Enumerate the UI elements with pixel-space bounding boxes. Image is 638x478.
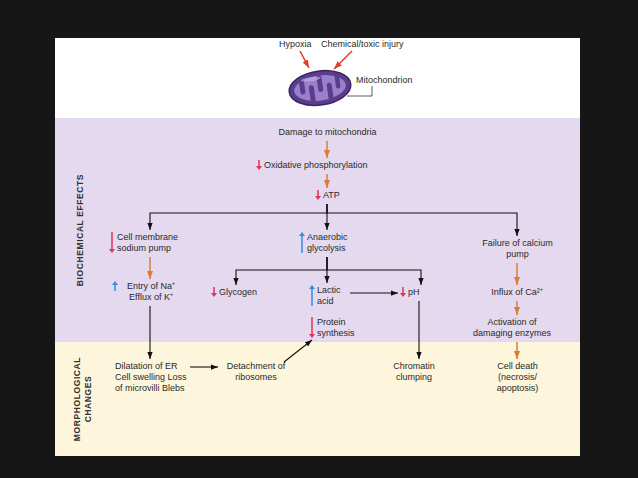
indicator-head (400, 293, 406, 297)
node-text: ATP (323, 190, 345, 201)
node-text: Cell membrane sodium pump (117, 232, 189, 254)
decrease-indicator (109, 232, 115, 253)
process-text: Oxidative phosphorylation (256, 160, 376, 171)
process-text: Anaerobic glycolysis (299, 232, 355, 254)
indicator-shaft (213, 287, 215, 294)
process-text: Influx of Ca²⁺ (478, 287, 556, 298)
indicator-shaft (111, 232, 113, 250)
node-text: Oxidative phosphorylation (264, 160, 376, 171)
process-text: Detachment of ribosomes (220, 361, 292, 383)
indicator-head (112, 281, 118, 285)
node-text: Activation of damaging enzymes (467, 317, 557, 339)
process-text: Cell membrane sodium pump (109, 232, 189, 254)
mitochondrion-crista (309, 85, 316, 103)
increase-indicator (112, 281, 118, 291)
node-text: Damage to mitochondria (270, 127, 385, 138)
mitochondrion-matrix (293, 72, 348, 104)
process-text: Cell death (necrosis/ apoptosis) (485, 361, 550, 394)
node-text: Anaerobic glycolysis (307, 232, 355, 254)
process-text: Glycogen (211, 287, 261, 298)
process-text: Entry of Na⁺ Efflux of K⁺ (112, 281, 182, 303)
process-text: ATP (315, 190, 345, 201)
mitochondrion-outer (287, 67, 353, 109)
injury-arrow (334, 51, 352, 69)
indicator-head (315, 196, 321, 200)
process-text: Dilatation of ER Cell swelling Loss of m… (115, 361, 187, 394)
increase-indicator (309, 285, 315, 306)
increase-indicator (299, 232, 305, 253)
injury-cause-label: Chemical/toxic injury (321, 39, 404, 50)
leader-line (347, 86, 372, 96)
node-text: pH (408, 287, 422, 298)
process-text: Chromatin clumping (384, 361, 444, 383)
injury-cause-label: Hypoxia (279, 39, 312, 50)
section-band: BIOCHEMICAL EFFECTS Damage to mitochondri… (55, 118, 580, 342)
part-label: Mitochondrion (356, 75, 413, 86)
node-text: Entry of Na⁺ Efflux of K⁺ (120, 281, 182, 303)
mitochondrion-highlight (301, 76, 321, 83)
indicator-head (211, 293, 217, 297)
indicator-shaft (311, 288, 313, 306)
indicator-head (309, 285, 315, 289)
mitochondrion-illustration (287, 67, 353, 109)
indicator-shaft (311, 317, 313, 335)
process-text: Damage to mitochondria (270, 127, 385, 138)
node-text: Cell death (necrosis/ apoptosis) (485, 361, 550, 394)
figure-panel (55, 38, 580, 456)
indicator-head (309, 334, 315, 338)
node-text: Glycogen (219, 287, 261, 298)
node-text: Failure of calcium pump (475, 238, 560, 260)
process-text: pH (400, 287, 422, 298)
node-text: Detachment of ribosomes (220, 361, 292, 383)
band-heading: BIOCHEMICAL EFFECTS (75, 123, 86, 337)
indicator-shaft (258, 160, 260, 167)
indicator-head (109, 249, 115, 253)
decrease-indicator (256, 160, 262, 170)
node-text: Dilatation of ER Cell swelling Loss of m… (115, 361, 187, 394)
indicator-shaft (114, 284, 116, 291)
process-text: Failure of calcium pump (475, 238, 560, 260)
section-band: MORPHOLOGICAL CHANGES Dilatation of ER Ce… (55, 342, 580, 456)
band-heading: MORPHOLOGICAL CHANGES (72, 347, 94, 451)
decrease-indicator (315, 190, 321, 200)
process-text: Activation of damaging enzymes (467, 317, 557, 339)
node-text: Lactic acid (317, 285, 347, 307)
indicator-shaft (402, 287, 404, 294)
decrease-indicator (211, 287, 217, 297)
decrease-indicator (309, 317, 315, 338)
process-text: Lactic acid (309, 285, 347, 307)
indicator-head (256, 166, 262, 170)
indicator-shaft (317, 190, 319, 197)
indicator-head (299, 232, 305, 236)
node-text: Protein synthesis (317, 317, 362, 339)
decrease-indicator (400, 287, 406, 297)
mitochondrion-crista (326, 82, 333, 100)
node-text: Chromatin clumping (384, 361, 444, 383)
injury-arrow (300, 51, 309, 68)
indicator-shaft (301, 235, 303, 253)
process-text: Protein synthesis (309, 317, 362, 339)
mitochondrion-crista (334, 73, 341, 88)
node-text: Influx of Ca²⁺ (478, 287, 556, 298)
